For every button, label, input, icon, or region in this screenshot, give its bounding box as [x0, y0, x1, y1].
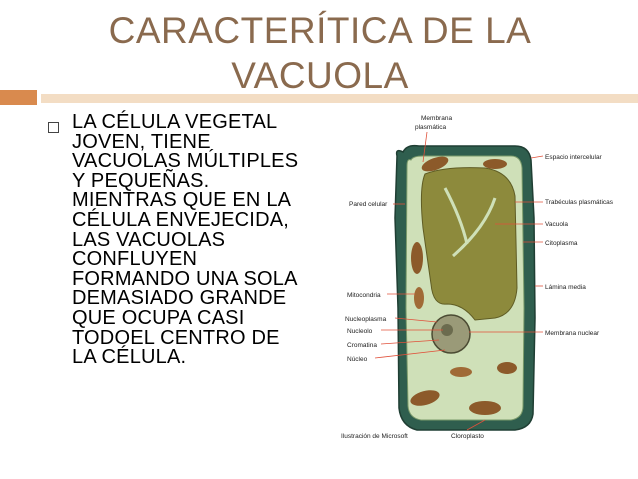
- label-pared-celular: Pared celular: [349, 201, 388, 208]
- chloroplast: [469, 401, 501, 415]
- plant-cell-svg: Membrana plasmática Espacio intercelular…: [341, 115, 614, 440]
- chloroplast: [483, 159, 507, 169]
- label-cloroplasto: Cloroplasto: [451, 433, 484, 440]
- trabecula-1: [443, 187, 469, 245]
- label-credit: Ilustración de Microsoft: [341, 433, 408, 440]
- title-line-2: VACUOLA: [231, 55, 409, 96]
- mitochondrion: [450, 367, 472, 377]
- mitochondrion: [414, 287, 424, 309]
- chloroplast: [411, 242, 423, 274]
- leader-lines: [374, 131, 544, 431]
- nucleolus: [441, 324, 453, 336]
- label-espacio-intercelular: Espacio intercelular: [545, 154, 603, 161]
- label-membrana-nuclear: Membrana nuclear: [545, 330, 600, 337]
- label-mitocondria: Mitocondria: [347, 292, 381, 299]
- label-cromatina: Cromatina: [347, 342, 377, 349]
- accent-bar-right: [41, 94, 638, 103]
- label-trabeculas: Trabéculas plasmáticas: [545, 199, 614, 206]
- label-citoplasma: Citoplasma: [545, 240, 578, 247]
- label-lamina-media: Lámina media: [545, 284, 586, 291]
- accent-bar-left: [0, 90, 37, 105]
- plant-cell-diagram: Membrana plasmática Espacio intercelular…: [335, 108, 625, 446]
- slide-title: CARACTERÍTICA DE LA VACUOLA: [60, 8, 580, 98]
- vacuole: [420, 167, 518, 321]
- label-vacuola: Vacuola: [545, 221, 568, 228]
- bullet-square-icon: [48, 122, 59, 133]
- trabecula-2: [452, 197, 497, 258]
- chloroplast: [410, 390, 440, 406]
- title-line-1: CARACTERÍTICA DE LA: [108, 10, 532, 51]
- chloroplast: [421, 156, 449, 172]
- label-membrana-1: Membrana: [421, 115, 452, 122]
- label-nucleoplasma: Nucleoplasma: [345, 316, 387, 323]
- bullet-text: LA CÉLULA VEGETAL JOVEN, TIENE VACUOLAS …: [72, 111, 299, 369]
- label-nucleolo: Nucleolo: [347, 328, 373, 335]
- chloroplast: [497, 362, 517, 374]
- label-nucleo: Núcleo: [347, 356, 368, 363]
- label-membrana-2: plasmática: [415, 124, 446, 131]
